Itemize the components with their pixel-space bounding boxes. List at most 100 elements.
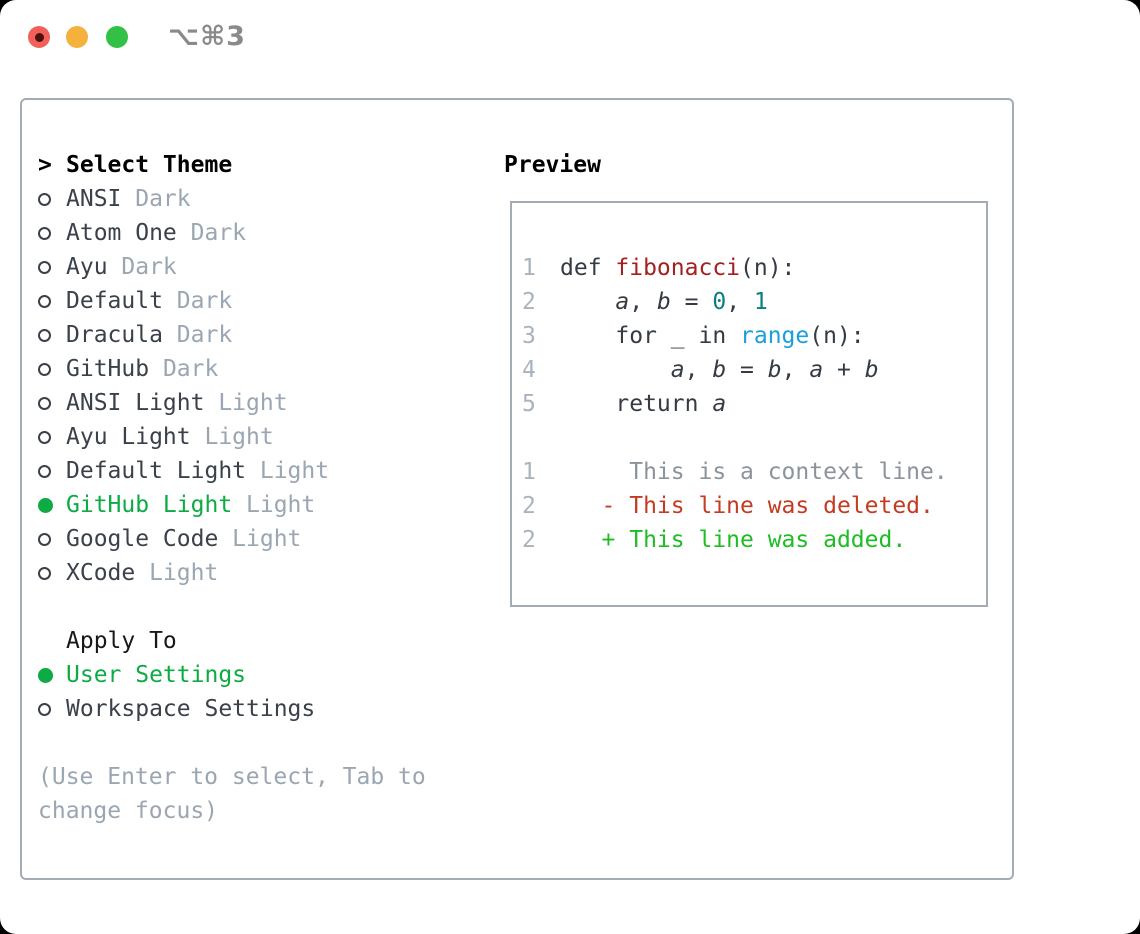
theme-variant: Dark	[176, 288, 233, 314]
theme-option-ansi-light[interactable]: ANSI Light Light	[38, 386, 426, 420]
radio-icon	[38, 294, 51, 308]
line-content: a, b = 0, 1	[615, 289, 768, 315]
theme-option-xcode[interactable]: XCode Light	[38, 556, 426, 590]
line-number: 2	[522, 527, 536, 553]
theme-option-ansi[interactable]: ANSI Dark	[38, 182, 426, 216]
line-number: 3	[522, 323, 536, 349]
theme-option-atom-one[interactable]: Atom One Dark	[38, 216, 426, 250]
radio-icon	[38, 260, 51, 274]
close-button[interactable]	[28, 26, 50, 48]
line-content: return a	[560, 391, 727, 417]
preview-code-line: 4 a, b = b, a + b	[522, 353, 986, 387]
minimize-button[interactable]	[66, 26, 88, 48]
radio-icon	[38, 226, 51, 240]
theme-variant: Light	[232, 526, 302, 552]
line-content: def fibonacci(n):	[560, 255, 796, 281]
theme-option-ayu[interactable]: Ayu Dark	[38, 250, 426, 284]
theme-list-title: Select Theme	[66, 152, 233, 178]
radio-icon	[38, 430, 51, 444]
line-number: 5	[522, 391, 536, 417]
theme-option-default-light[interactable]: Default Light Light	[38, 454, 426, 488]
preview-blank-line	[522, 421, 986, 455]
pointer-icon: >	[38, 152, 52, 178]
preview-code-line: 2 + This line was added.	[522, 523, 986, 557]
radio-icon	[38, 192, 51, 206]
line-number: 1	[522, 459, 536, 485]
theme-name: ANSI	[66, 186, 122, 212]
line-number: 2	[522, 493, 536, 519]
line-number: 2	[522, 289, 536, 315]
line-number: 4	[522, 357, 536, 383]
line-number: 1	[522, 255, 536, 281]
radio-icon	[38, 396, 51, 410]
apply-option-workspace-settings[interactable]: Workspace Settings	[38, 692, 426, 726]
theme-name: Ayu Light	[66, 424, 191, 450]
spacer	[38, 590, 426, 624]
line-content: This is a context line.	[560, 459, 948, 485]
radio-icon	[38, 532, 51, 546]
apply-to-header: Apply To	[38, 624, 426, 658]
apply-to-title: Apply To	[66, 628, 177, 654]
theme-variant: Dark	[176, 322, 233, 348]
theme-name: XCode	[66, 560, 136, 586]
preview-code-line: 1 def fibonacci(n):	[522, 251, 986, 285]
close-dot-icon	[34, 32, 44, 42]
preview-code-line: 1 This is a context line.	[522, 455, 986, 489]
keyboard-hint: (Use Enter to select, Tab to change focus…	[38, 760, 426, 828]
preview-code-line: 5 return a	[522, 387, 986, 421]
theme-variant: Light	[149, 560, 219, 586]
theme-variant: Light	[204, 424, 274, 450]
theme-name: Google Code	[66, 526, 219, 552]
hint-line-2: change focus)	[38, 798, 219, 824]
theme-name: GitHub Light	[66, 492, 233, 518]
radio-icon	[38, 702, 51, 716]
line-content: a, b = b, a + b	[670, 357, 879, 383]
theme-option-dracula[interactable]: Dracula Dark	[38, 318, 426, 352]
titlebar: ⌥⌘3	[0, 0, 1140, 74]
radio-icon	[38, 566, 51, 580]
theme-name: ANSI Light	[66, 390, 205, 416]
maximize-button[interactable]	[106, 26, 128, 48]
radio-selected-icon	[38, 497, 53, 513]
line-content: - This line was deleted.	[560, 493, 934, 519]
preview-code-line: 3 for _ in range(n):	[522, 319, 986, 353]
theme-option-github[interactable]: GitHub Dark	[38, 352, 426, 386]
radio-selected-icon	[38, 667, 53, 683]
theme-name: Dracula	[66, 322, 163, 348]
theme-option-github-light[interactable]: GitHub Light Light	[38, 488, 426, 522]
theme-name: GitHub	[66, 356, 150, 382]
theme-variant: Light	[218, 390, 288, 416]
theme-name: Atom One	[66, 220, 177, 246]
theme-variant: Light	[246, 492, 316, 518]
theme-name: Default Light	[66, 458, 247, 484]
theme-variant: Dark	[190, 220, 247, 246]
theme-name: Ayu	[66, 254, 108, 280]
apply-option-user-settings[interactable]: User Settings	[38, 658, 426, 692]
theme-option-google-code[interactable]: Google Code Light	[38, 522, 426, 556]
theme-option-default[interactable]: Default Dark	[38, 284, 426, 318]
hint-line-1: (Use Enter to select, Tab to	[38, 764, 426, 790]
theme-name: Default	[66, 288, 163, 314]
radio-icon	[38, 464, 51, 478]
preview-code-line: 2 - This line was deleted.	[522, 489, 986, 523]
line-content: + This line was added.	[560, 527, 907, 553]
theme-variant: Dark	[135, 186, 191, 212]
theme-list-header: > Select Theme	[38, 148, 426, 182]
preview-header: Preview	[504, 152, 601, 178]
apply-option-label: Workspace Settings	[66, 696, 316, 722]
theme-variant: Light	[259, 458, 330, 484]
preview-code-line: 2 a, b = 0, 1	[522, 285, 986, 319]
window-shortcut-label: ⌥⌘3	[168, 21, 246, 52]
theme-variant: Dark	[162, 356, 219, 382]
radio-icon	[38, 328, 51, 342]
line-content: for _ in range(n):	[560, 323, 865, 349]
theme-variant: Dark	[121, 254, 177, 280]
theme-option-ayu-light[interactable]: Ayu Light Light	[38, 420, 426, 454]
radio-icon	[38, 362, 51, 376]
